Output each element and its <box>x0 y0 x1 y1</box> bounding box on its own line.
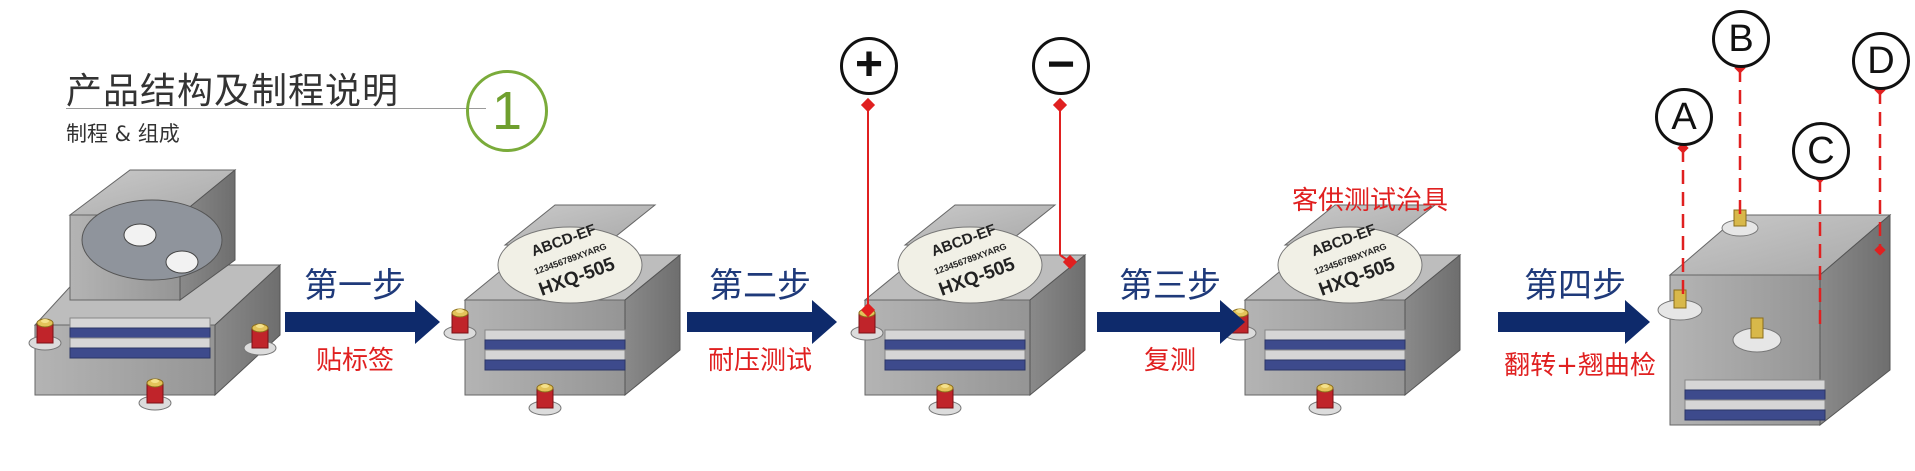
callout-b: B <box>1712 10 1770 68</box>
component-retest <box>1223 204 1462 416</box>
step-1-desc: 贴标签 <box>315 346 394 376</box>
flow-arrows <box>285 300 1650 344</box>
plus-terminal-marker: + <box>840 37 898 95</box>
callout-leaders <box>1681 68 1882 330</box>
step-1-label: 第一步 <box>304 266 406 306</box>
step-4-desc: 翻转+翘曲检 <box>1504 351 1656 381</box>
arrow-step-1 <box>285 300 440 344</box>
component-flipped <box>1657 209 1892 427</box>
probe-lines <box>860 97 1078 318</box>
component-hipot <box>850 204 1087 416</box>
title-divider <box>66 108 486 109</box>
arrow-step-4 <box>1498 300 1650 344</box>
callout-a: A <box>1655 88 1713 146</box>
step-2-desc: 耐压测试 <box>707 346 812 376</box>
step-3-desc: 复测 <box>1143 346 1196 376</box>
callout-d: D <box>1852 32 1910 90</box>
step-3-label: 第三步 <box>1119 266 1221 306</box>
component-bare <box>28 168 282 411</box>
callout-c: C <box>1792 122 1850 180</box>
section-number-badge: 1 <box>466 70 548 152</box>
step-2-label: 第二步 <box>709 266 811 306</box>
minus-terminal-marker: − <box>1032 37 1090 95</box>
fixture-note: 客供测试治具 <box>1291 186 1448 216</box>
arrow-step-2 <box>687 300 837 344</box>
arrow-step-3 <box>1097 300 1245 344</box>
component-labelled <box>443 204 682 416</box>
page-subtitle: 制程 & 组成 <box>66 122 180 146</box>
page-title: 产品结构及制程说明 <box>66 71 400 112</box>
step-4-label: 第四步 <box>1524 266 1626 306</box>
